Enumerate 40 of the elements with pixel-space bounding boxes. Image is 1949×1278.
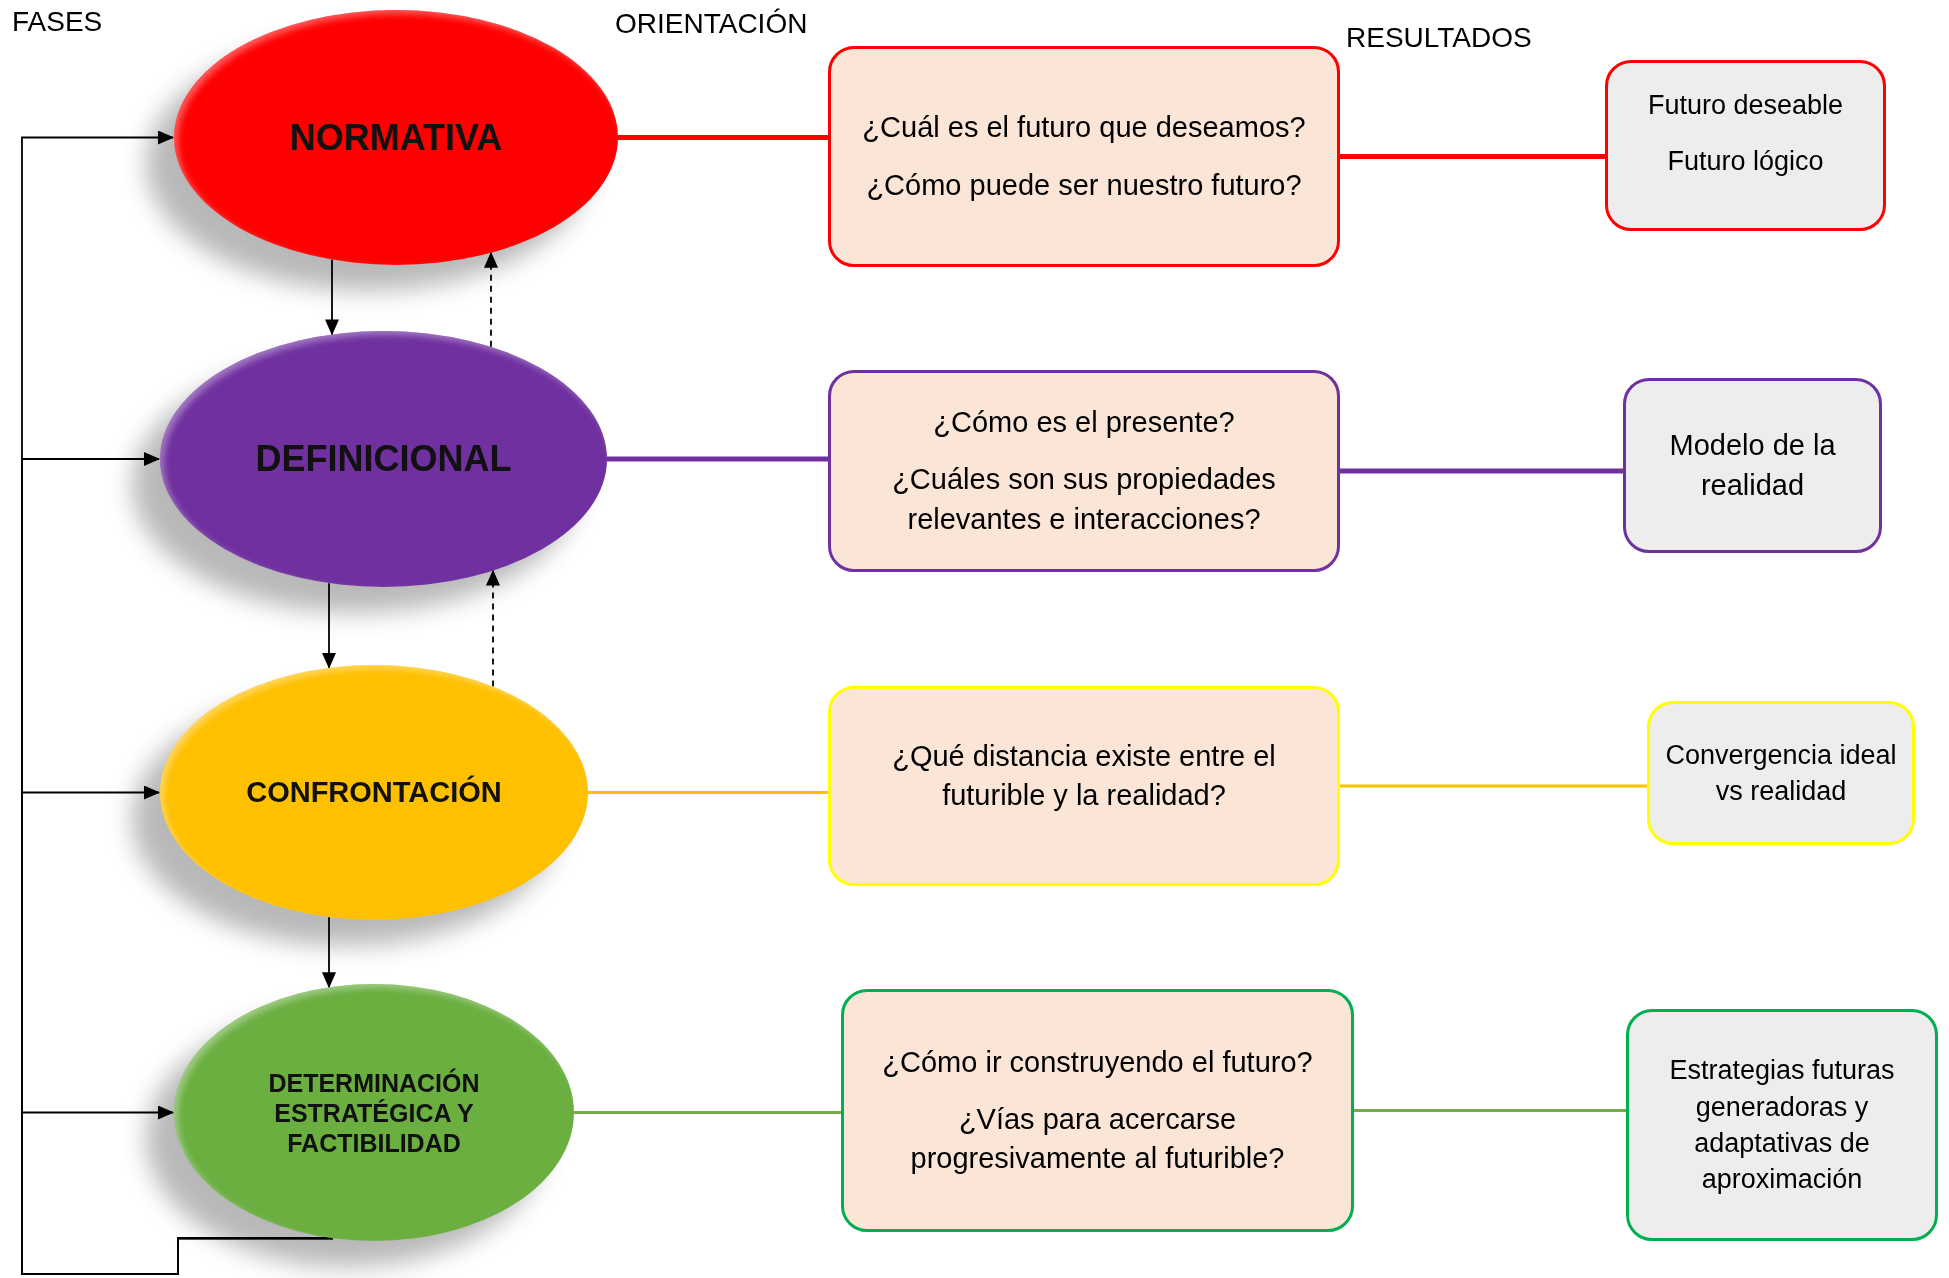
- arrow: [484, 251, 498, 348]
- connector-line: [574, 1111, 841, 1114]
- column-heading: RESULTADOS: [1346, 22, 1532, 54]
- question-text: ¿Cuáles son sus propiedades relevantes e interacciones?: [891, 462, 1277, 537]
- phase-label: DETERMINACIÓN ESTRATÉGICA Y FACTIBILIDAD: [267, 1067, 481, 1158]
- connector-line: [1340, 784, 1647, 788]
- column-heading: ORIENTACIÓN: [615, 8, 808, 40]
- result-text: Modelo de la realidad: [1668, 428, 1837, 503]
- question-box: [828, 370, 1340, 572]
- question-text: ¿Qué distancia existe entre el futurible y la realidad?: [891, 739, 1277, 814]
- question-text: ¿Cómo puede ser nuestro futuro?: [866, 167, 1302, 203]
- connector-line: [1340, 468, 1623, 474]
- question-text: ¿Cuál es el futuro que deseamos?: [862, 110, 1306, 146]
- question-box: [841, 989, 1354, 1232]
- connector-line: [607, 456, 828, 462]
- result-text: Futuro lógico: [1667, 145, 1824, 179]
- phase-label: CONFRONTACIÓN: [246, 775, 502, 810]
- question-text: ¿Cómo ir construyendo el futuro?: [882, 1044, 1313, 1080]
- connector-line: [1340, 154, 1605, 159]
- arrow: [322, 582, 336, 669]
- result-box: [1605, 60, 1886, 231]
- arrow: [486, 569, 500, 688]
- question-box: [828, 46, 1340, 267]
- connector-line: [588, 791, 828, 794]
- result-box: [1626, 1009, 1938, 1241]
- result-text: Convergencia ideal vs realidad: [1664, 738, 1898, 808]
- arrow: [325, 258, 339, 336]
- arrow: [322, 916, 336, 989]
- connector-line: [618, 135, 828, 140]
- question-text: ¿Vías para acercarse progresivamente al futurible?: [909, 1101, 1286, 1177]
- phase-label: NORMATIVA: [289, 115, 503, 160]
- question-text: ¿Cómo es el presente?: [933, 405, 1235, 441]
- question-box: [828, 686, 1340, 886]
- result-text: Futuro deseable: [1647, 89, 1844, 122]
- phase-label: DEFINICIONAL: [255, 437, 512, 481]
- connector-line: [1354, 1109, 1626, 1112]
- column-heading: FASES: [12, 6, 103, 38]
- result-box: [1623, 378, 1882, 553]
- result-box: [1647, 701, 1915, 845]
- result-text: Estrategias futuras generadoras y adaptativas de aproximación: [1668, 1054, 1896, 1197]
